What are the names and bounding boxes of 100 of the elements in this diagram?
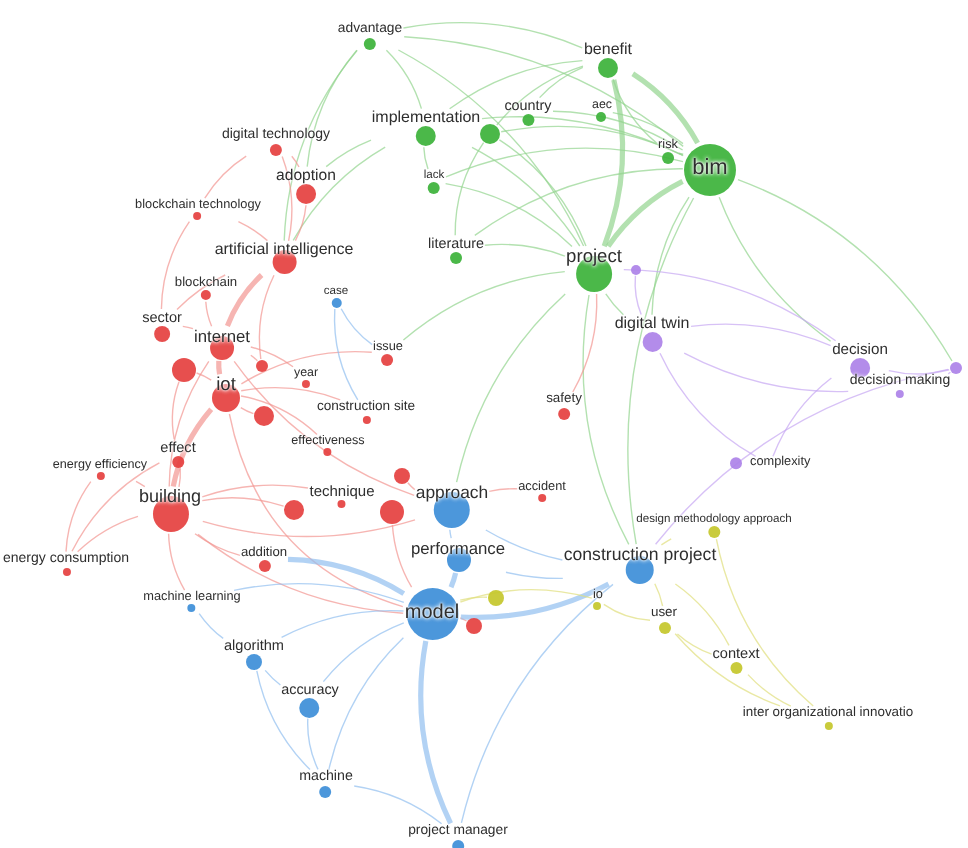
link-curve xyxy=(505,571,564,580)
link-curve xyxy=(287,556,406,596)
link-curve xyxy=(460,581,610,620)
link-curve xyxy=(603,603,651,621)
keyword-label: benefit xyxy=(583,41,633,59)
keyword-label: building xyxy=(138,487,202,507)
link-curve xyxy=(459,617,468,622)
link-curve xyxy=(634,275,642,316)
link-curve xyxy=(292,146,386,242)
link-curve xyxy=(718,196,832,342)
link-curve xyxy=(444,182,573,248)
link-curve xyxy=(674,633,781,707)
link-curve xyxy=(454,141,485,236)
link-curve xyxy=(256,670,311,771)
link-curve xyxy=(65,480,92,553)
link-curve xyxy=(488,488,518,493)
link-curve xyxy=(340,308,373,346)
keyword-label: bim xyxy=(692,158,728,182)
link-curve xyxy=(772,377,833,457)
node-circle xyxy=(256,360,268,372)
link-curve xyxy=(201,484,309,498)
link-curve xyxy=(659,352,757,458)
link-curve xyxy=(455,293,566,483)
link-curve xyxy=(423,146,429,170)
link-curve xyxy=(237,220,269,242)
link-curve xyxy=(538,66,584,99)
link-curve xyxy=(291,155,300,168)
link-curve xyxy=(160,220,191,310)
keyword-label: project xyxy=(566,247,622,267)
keyword-label: implementation xyxy=(371,109,481,127)
node-circle xyxy=(950,362,962,374)
link-curve xyxy=(606,179,684,248)
node-circle xyxy=(466,618,482,634)
link-curve xyxy=(322,622,405,683)
link-curve xyxy=(660,538,672,546)
link-curve xyxy=(307,717,319,771)
link-curve xyxy=(202,519,416,538)
link-curve xyxy=(204,155,247,199)
link-curve xyxy=(178,467,182,488)
link-curve xyxy=(294,204,307,242)
link-curve xyxy=(306,49,358,168)
keyword-label: artificial intelligence xyxy=(214,241,354,259)
link-curve xyxy=(228,413,404,608)
link-curve xyxy=(715,538,814,707)
link-curve xyxy=(281,155,293,242)
link-curve xyxy=(737,178,953,362)
link-curve xyxy=(182,325,194,330)
link-curve xyxy=(240,406,255,415)
link-curve xyxy=(325,139,372,168)
link-curve xyxy=(498,139,587,247)
link-curve xyxy=(445,147,684,178)
link-curve xyxy=(572,293,598,393)
node-circle xyxy=(172,358,196,382)
link-curve xyxy=(402,270,566,341)
link-curve xyxy=(481,116,684,157)
link-curve xyxy=(500,125,684,156)
link-curve xyxy=(397,49,585,247)
link-curve xyxy=(627,197,695,545)
link-curve xyxy=(888,369,950,375)
link-curve xyxy=(484,243,566,257)
link-curve xyxy=(448,572,459,589)
node-circle xyxy=(254,406,274,426)
link-curve xyxy=(167,533,186,591)
link-curve xyxy=(170,407,214,488)
link-curve xyxy=(471,146,581,247)
link-curve xyxy=(651,196,690,316)
link-curve xyxy=(683,352,849,393)
link-curve xyxy=(605,293,625,316)
link-curve xyxy=(333,308,359,401)
link-curve xyxy=(205,301,213,327)
link-curve xyxy=(459,596,488,601)
link-curve xyxy=(448,59,584,110)
link-curve xyxy=(328,637,405,771)
link-curve xyxy=(198,612,224,640)
link-curve xyxy=(258,274,275,360)
node-circle xyxy=(488,590,504,606)
link-curve xyxy=(250,354,259,362)
link-curve xyxy=(474,168,684,237)
link-curve xyxy=(195,372,212,381)
link-curve xyxy=(197,533,404,614)
link-curve xyxy=(280,609,405,639)
link-curve xyxy=(459,589,593,603)
node-circle xyxy=(284,500,304,520)
link-curve xyxy=(582,294,630,546)
link-curve xyxy=(449,529,452,539)
link-curve xyxy=(171,381,180,440)
link-curve xyxy=(194,533,241,557)
node-circle xyxy=(480,124,500,144)
link-curve xyxy=(678,152,684,155)
link-curve xyxy=(460,583,614,824)
link-curve xyxy=(674,583,730,647)
node-circle xyxy=(380,500,404,524)
link-curve xyxy=(485,529,564,561)
link-curve xyxy=(233,360,415,497)
link-curve xyxy=(402,21,583,49)
link-curve xyxy=(676,633,713,655)
link-curve xyxy=(240,395,318,436)
keyword-label: digital twin xyxy=(614,315,690,333)
keyword-label: internet xyxy=(194,327,250,345)
node-circle xyxy=(631,265,641,275)
